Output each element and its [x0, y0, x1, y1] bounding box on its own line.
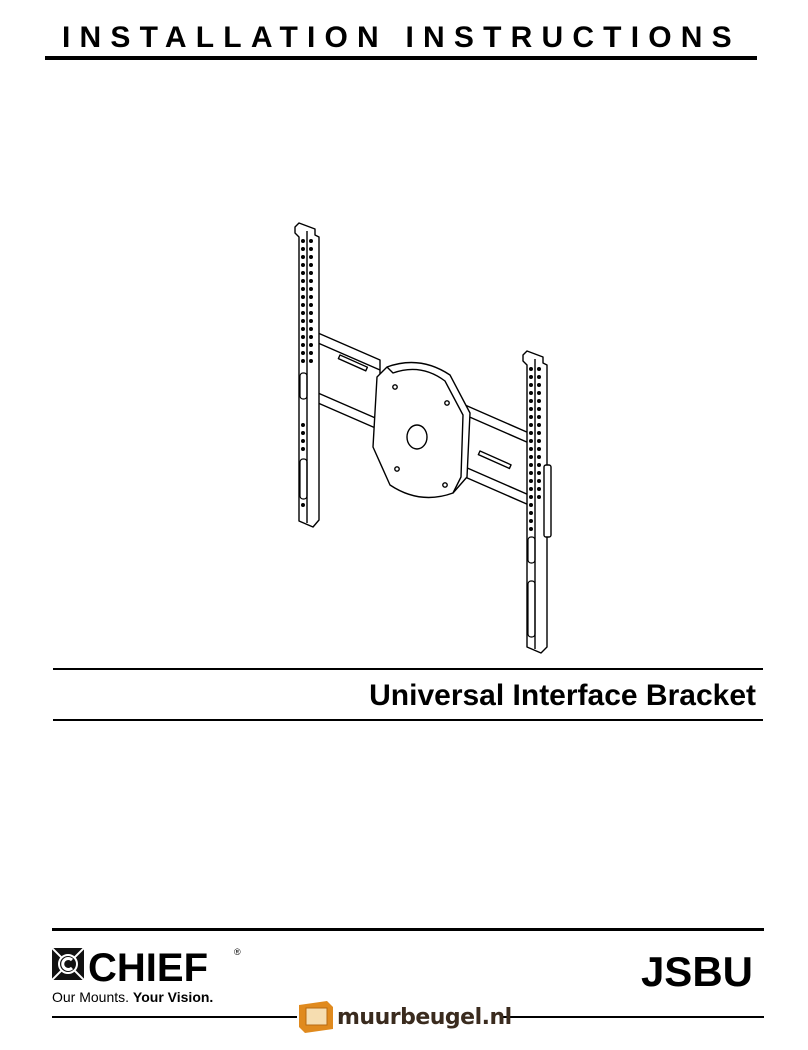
subtitle-bottom-rule: [53, 719, 763, 721]
watermark-rule-left: [52, 1016, 297, 1018]
wall-mount-bracket-icon: [299, 1001, 333, 1033]
footer-rule: [52, 928, 764, 931]
header-rule: [45, 56, 757, 60]
registered-mark: ®: [234, 947, 241, 957]
watermark-text[interactable]: muurbeugel.nl: [337, 1005, 512, 1030]
tagline-regular: Our Mounts.: [52, 989, 133, 1005]
brand-wordmark: CHIEF: [88, 946, 208, 990]
watermark-rule-right: [502, 1016, 764, 1018]
chief-logo-icon: [52, 948, 84, 980]
bracket-illustration: [294, 222, 552, 654]
model-number: JSBU: [640, 948, 753, 995]
tagline-bold: Your Vision.: [132, 989, 214, 1005]
document-title: INSTALLATION INSTRUCTIONS: [62, 21, 741, 54]
subtitle-top-rule: [53, 668, 763, 670]
product-name: Universal Interface Bracket: [369, 679, 756, 712]
brand-tagline: Our Mounts. Your Vision.: [52, 988, 213, 1006]
